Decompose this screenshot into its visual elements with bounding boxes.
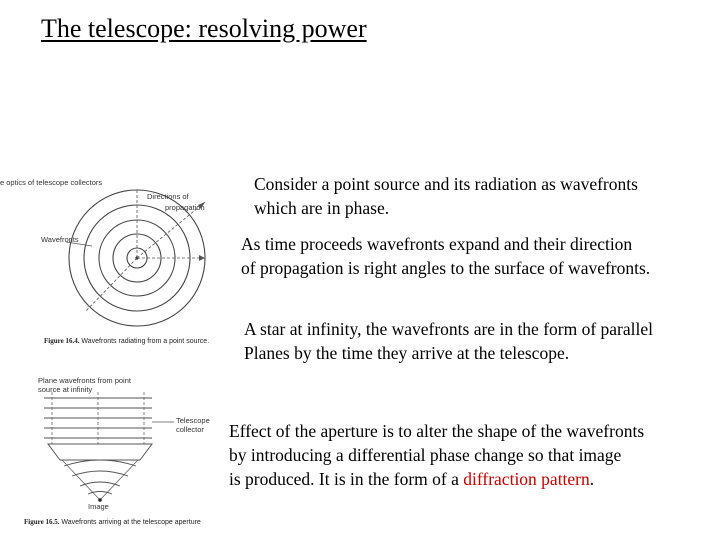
paragraph-line: Planes by the time they arrive at the te…	[244, 343, 570, 363]
line-prefix: is produced. It is in the form of a	[229, 469, 464, 489]
label-propagation: propagation	[165, 203, 205, 212]
plane-wavefronts-diagram	[44, 392, 174, 502]
figure-1-caption: Figure 16.4. Wavefronts radiating from a…	[44, 337, 210, 345]
paragraph-aperture-effect: Effect of the aperture is to alter the s…	[229, 419, 644, 491]
paragraph-line: by introducing a differential phase chan…	[229, 445, 622, 465]
paragraph-line: A star at infinity, the wavefronts are i…	[244, 319, 654, 339]
label-directions: Directions of	[147, 192, 189, 201]
label-plane-wavefronts: Plane wavefronts from point	[38, 376, 131, 385]
figure-header: e optics of telescope collectors	[0, 178, 103, 187]
label-wavefronts: Wavefronts	[41, 235, 79, 244]
paragraph-point-source: Consider a point source and its radiatio…	[254, 172, 638, 220]
paragraph-line: is produced. It is in the form of a diff…	[229, 467, 644, 491]
concentric-wavefronts-diagram	[65, 189, 206, 327]
label-telescope: Telescope	[176, 416, 210, 425]
diffraction-pattern-highlight: diffraction pattern	[463, 469, 590, 489]
label-image: Image	[88, 502, 109, 511]
paragraph-line: As time proceeds wavefronts expand and t…	[241, 234, 633, 254]
line-suffix: .	[589, 469, 595, 489]
slide-title: The telescope: resolving power	[41, 14, 367, 43]
label-collector: collector	[176, 425, 204, 434]
paragraph-line: Consider a point source and its radiatio…	[254, 174, 638, 194]
paragraph-line: of propagation is right angles to the su…	[241, 258, 651, 278]
paragraph-wavefront-expansion: As time proceeds wavefronts expand and t…	[241, 232, 650, 280]
figure-2-caption: Figure 16.5. Wavefronts arriving at the …	[24, 518, 201, 526]
paragraph-line: which are in phase.	[254, 198, 390, 218]
paragraph-star-at-infinity: A star at infinity, the wavefronts are i…	[244, 317, 653, 365]
label-source-infinity: source at infinity	[38, 385, 93, 394]
figure-plane-wavefronts: Plane wavefronts from point source at in…	[22, 370, 234, 530]
paragraph-line: Effect of the aperture is to alter the s…	[229, 421, 645, 441]
figure-wavefronts-point-source: e optics of telescope collectors Directi…	[0, 172, 232, 352]
